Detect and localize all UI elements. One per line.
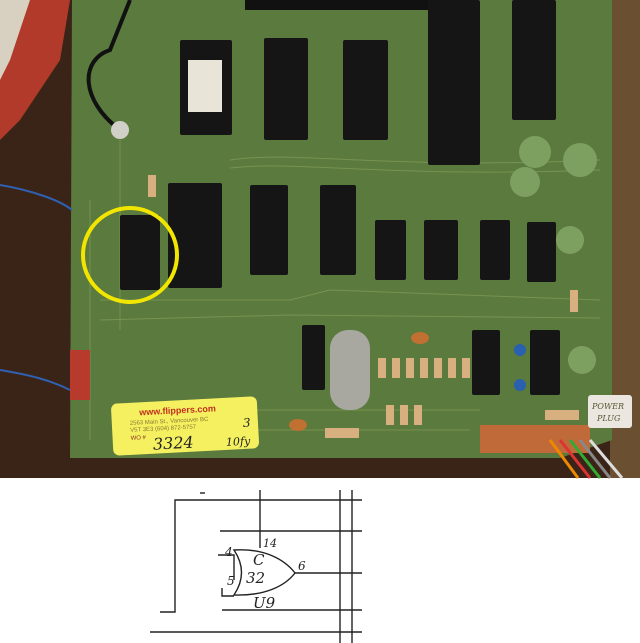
sticker-wo-number: 3324 — [152, 433, 194, 454]
flippers-sticker: www.flippers.com 2563 Main St., Vancouve… — [111, 396, 260, 456]
crystal — [330, 330, 370, 410]
gate-name: C — [253, 551, 265, 569]
power-plug-label: POWER PLUG — [588, 395, 632, 428]
sticker-note: 10fy — [226, 435, 252, 449]
eprom-label — [188, 60, 222, 112]
power-connector — [480, 425, 590, 453]
pin-label-5: 5 — [227, 574, 235, 588]
sticker-phone: V5T 3E3 (604) 872-5757 — [130, 424, 197, 433]
gate-number: 32 — [246, 569, 265, 587]
or-gate-symbol — [232, 549, 296, 596]
highlight-circle — [81, 206, 179, 304]
sticker-address: 2563 Main St., Vancouver BC — [130, 417, 209, 427]
resistors — [148, 175, 579, 438]
schematic — [150, 490, 362, 643]
capacitors — [510, 136, 597, 374]
pin-label-14: 14 — [263, 537, 277, 550]
power-resistor — [70, 350, 90, 400]
pin-label-4: 4 — [224, 545, 233, 559]
power-label-line1: POWER — [591, 402, 624, 411]
power-label-line2: PLUG — [596, 414, 621, 423]
pin-label-6: 6 — [298, 559, 306, 573]
sticker-side-number: 3 — [243, 416, 252, 430]
sticker-url: www.flippers.com — [138, 403, 216, 417]
sticker-wo-label: WO # — [130, 435, 146, 442]
gate-ref: U9 — [253, 594, 276, 612]
